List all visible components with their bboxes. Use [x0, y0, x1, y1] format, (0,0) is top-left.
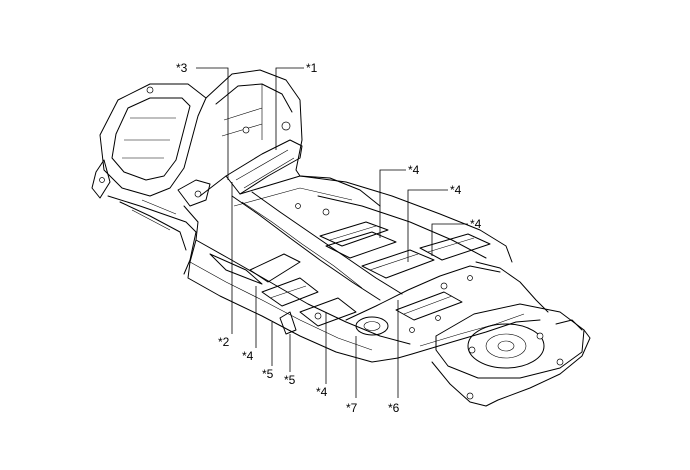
dash-panel — [199, 175, 381, 216]
front-side-member — [225, 139, 303, 195]
rear-spare-wheel-tub — [435, 303, 585, 379]
front-left-apron — [107, 195, 197, 275]
vehicle-underbody-drawing — [91, 69, 591, 407]
callout-5-right: *5 — [284, 373, 296, 387]
rear-floor-side-members — [411, 261, 549, 355]
center-floor-tunnel — [231, 191, 403, 301]
left-floor-reinforcement — [209, 253, 357, 335]
callout-5-left: *5 — [262, 367, 274, 381]
leader-4-top3 — [431, 223, 468, 256]
floor-crossmember-rear — [419, 233, 491, 261]
leader-4-top1 — [379, 169, 406, 238]
front-right-apron — [205, 69, 303, 177]
callout-4-top1: *4 — [408, 163, 420, 177]
callout-leaders — [196, 67, 468, 398]
left-rocker-sill — [183, 205, 413, 363]
rear-floor-pan — [345, 265, 501, 336]
callout-3: *3 — [176, 61, 188, 75]
floor-crossmember-center — [361, 249, 435, 279]
right-rocker-sill — [299, 175, 513, 263]
callout-6: *6 — [388, 401, 400, 415]
callout-2: *2 — [218, 335, 230, 349]
rear-bumper-reinforcement — [431, 319, 591, 407]
callout-1: *1 — [306, 61, 318, 75]
callout-4-bottom-right: *4 — [316, 385, 328, 399]
leader-3 — [196, 67, 229, 180]
callout-4-top3: *4 — [470, 217, 482, 231]
callout-labels: *1 *2 *3 *4 *4 *4 *4 *4 *5 *5 *6 *7 — [176, 61, 482, 415]
callout-4-bottom-left: *4 — [242, 349, 254, 363]
front-radiator-support — [91, 83, 211, 207]
leader-4-top2 — [407, 189, 448, 262]
callout-7: *7 — [346, 401, 358, 415]
floor-crossmember-front — [319, 221, 397, 259]
leader-1 — [275, 67, 304, 150]
callout-4-top2: *4 — [450, 183, 462, 197]
